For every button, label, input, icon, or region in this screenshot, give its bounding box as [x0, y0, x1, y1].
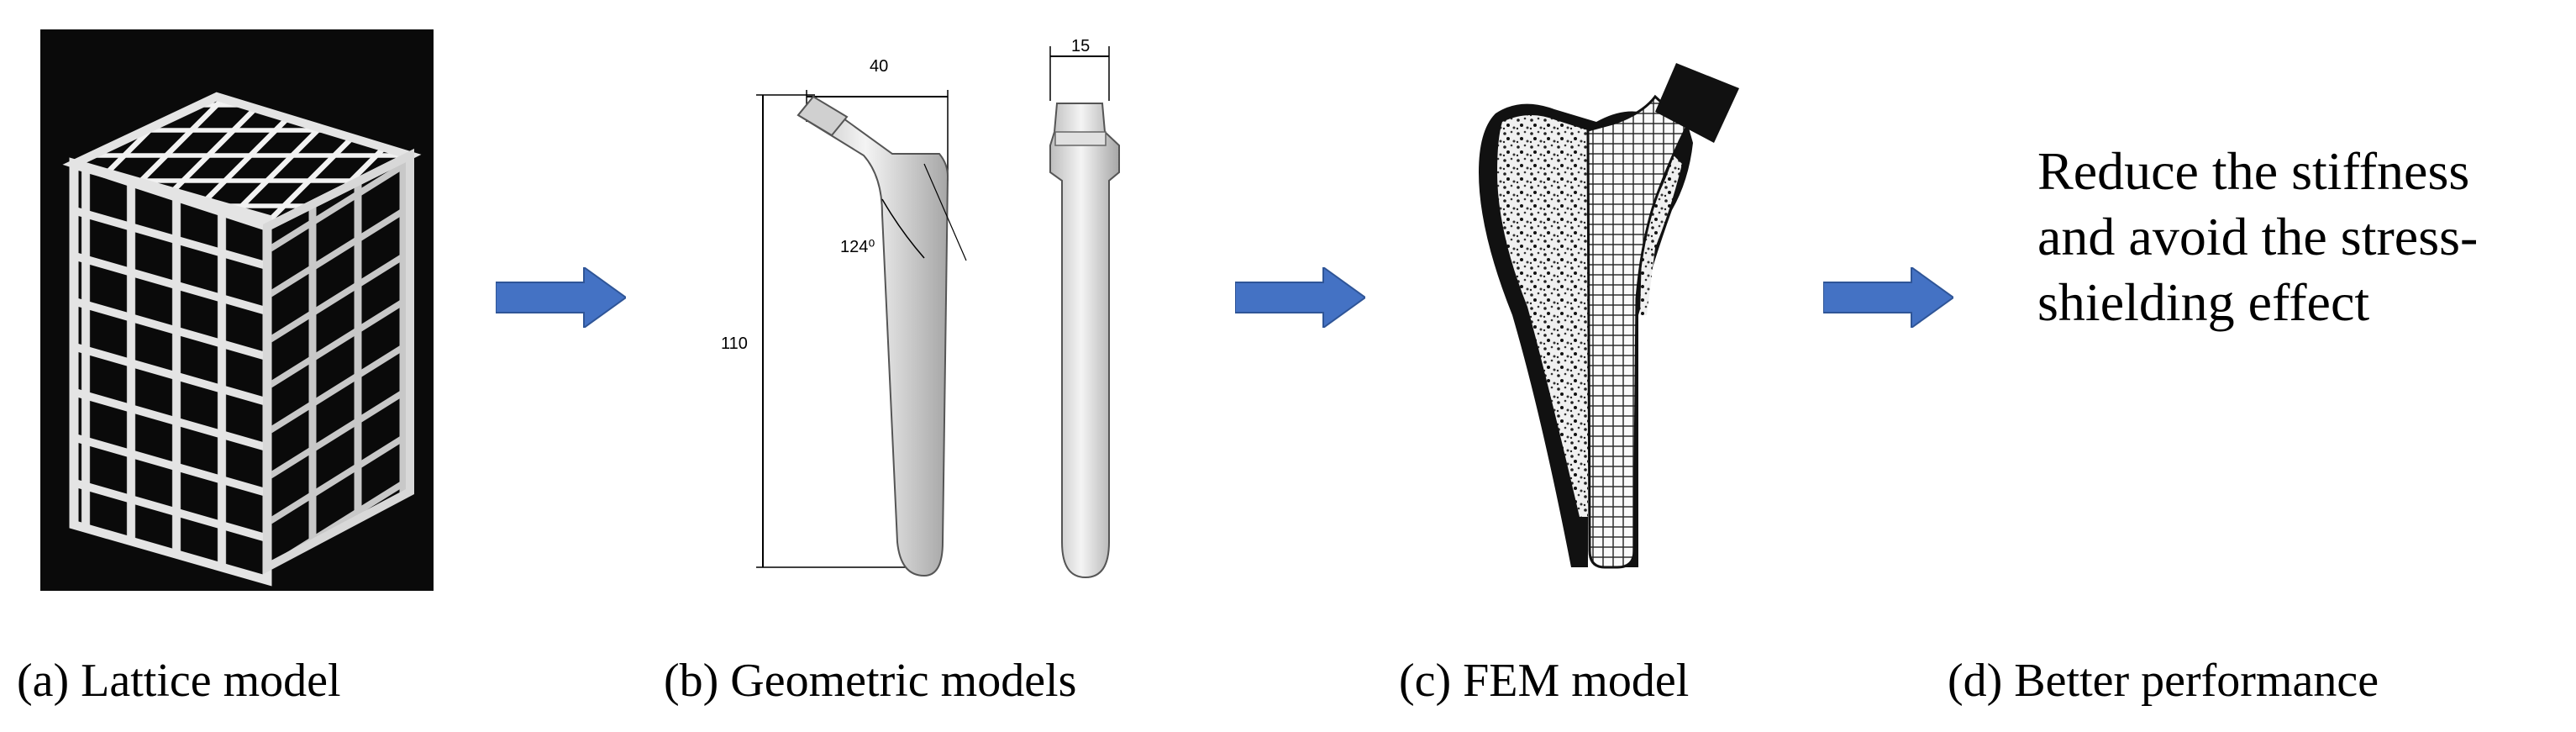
caption-fem-model: (c) FEM model [1399, 655, 1690, 707]
right-arrow-icon [496, 267, 626, 328]
cancellous-bone [1497, 114, 1588, 517]
lattice-side-face [263, 148, 414, 575]
caption-geometric-models: (b) Geometric models [664, 655, 1077, 707]
geometric-models-image: 40 110 124⁰ 15 [721, 38, 1120, 579]
caption-better-performance: (d) Better performance [1948, 655, 2379, 707]
performance-line-3: shielding effect [2037, 272, 2370, 332]
performance-statement: Reduce the stiffness and avoid the stres… [2037, 139, 2575, 335]
right-arrow-icon [1823, 267, 1953, 328]
right-arrow-icon [1235, 267, 1365, 328]
dimension-head-width: 15 [1071, 38, 1090, 55]
stem-side-view [1049, 103, 1120, 579]
performance-line-1: Reduce the stiffness [2037, 141, 2470, 201]
caption-lattice-model: (a) Lattice model [17, 655, 341, 707]
dimension-neck-offset: 40 [870, 57, 888, 76]
dimension-length: 110 [721, 334, 748, 353]
stem-front-view [796, 95, 949, 577]
lattice-model-image [40, 29, 434, 591]
performance-line-2: and avoid the stress- [2037, 207, 2479, 266]
fem-model-image [1479, 63, 1739, 569]
dimension-angle: 124⁰ [840, 238, 875, 256]
implant-head-block [1655, 63, 1739, 143]
implant-mesh [1586, 94, 1689, 569]
lattice-front-face [69, 157, 272, 587]
